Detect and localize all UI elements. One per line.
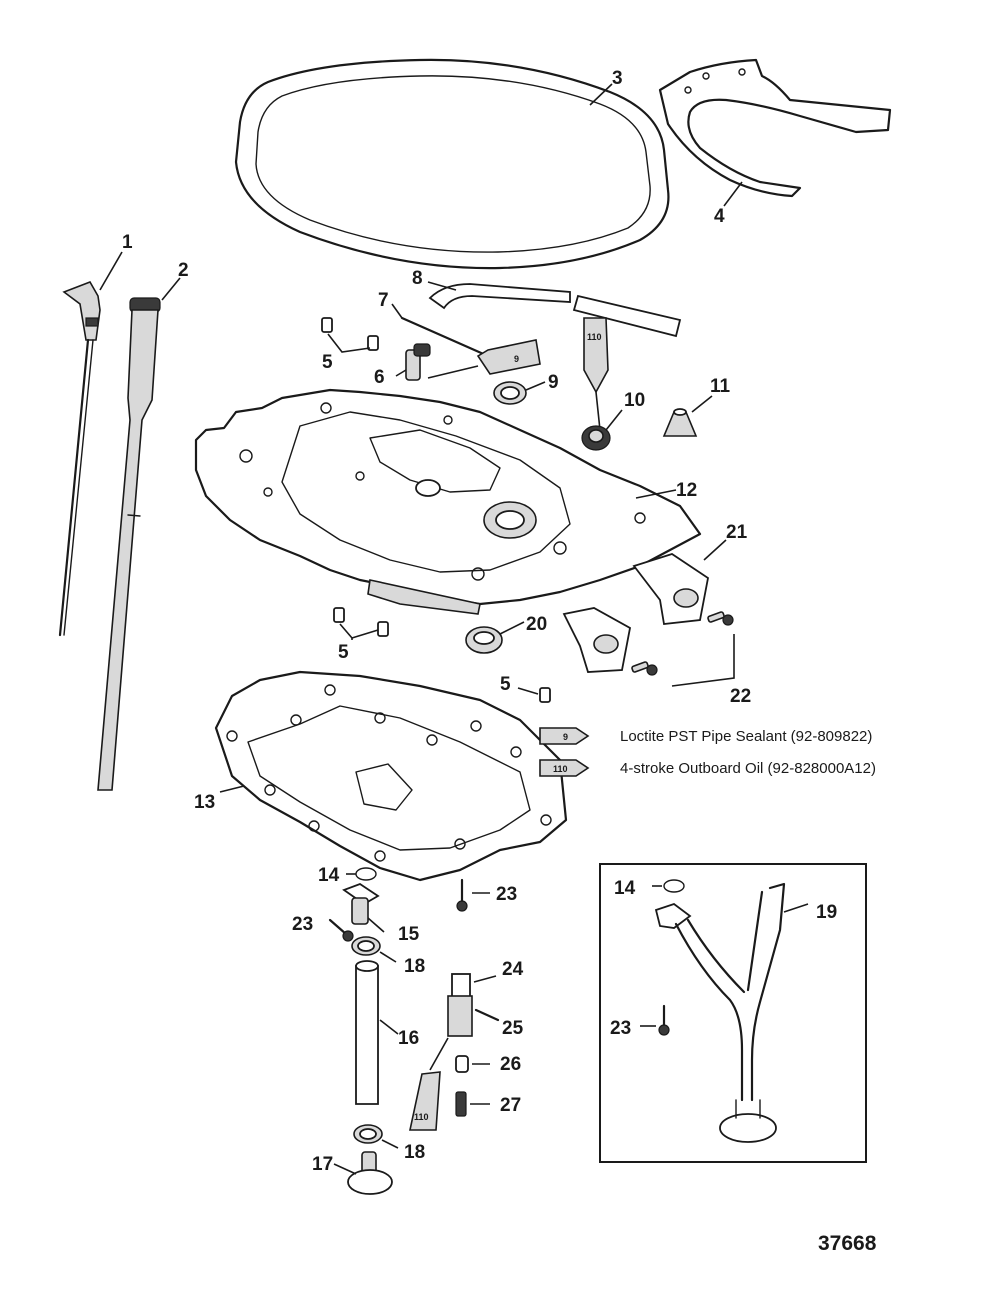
cowl-seal (234, 58, 670, 270)
seal-20 (465, 626, 503, 654)
dipstick-tube (97, 297, 161, 791)
elbow-fitting (405, 343, 431, 381)
svg-text:9: 9 (563, 732, 568, 742)
plate-gasket (214, 670, 568, 882)
inset-o-ring-14 (663, 879, 685, 893)
callout-16: 16 (398, 1028, 419, 1049)
callout-22: 22 (730, 686, 751, 707)
pin-5-upper (321, 317, 379, 353)
svg-text:110: 110 (414, 1112, 429, 1122)
svg-text:9: 9 (514, 354, 519, 364)
seal-18-upper (351, 936, 381, 956)
screw-23b (328, 918, 354, 942)
callout-11: 11 (710, 376, 731, 397)
callout-21: 21 (726, 522, 748, 543)
callout-23-right: 23 (496, 884, 517, 905)
pickup-flange-15 (342, 882, 380, 925)
flange-fitting-21b (562, 607, 632, 673)
legend-oil-tube-icon: 110 (539, 759, 590, 777)
flange-fitting-21a (632, 553, 709, 625)
callout-14-inset: 14 (614, 878, 636, 899)
callout-8: 8 (412, 268, 423, 289)
shaped-gasket (658, 58, 892, 198)
screw-22b (631, 661, 658, 676)
grommet-10 (581, 425, 611, 451)
sealant-tube-upper: 9 (476, 339, 541, 375)
callout-23-left: 23 (292, 914, 313, 935)
strainer-17 (347, 1151, 393, 1195)
inset-screw-23 (658, 1004, 670, 1036)
callout-7: 7 (378, 290, 389, 311)
callout-17: 17 (312, 1154, 333, 1175)
screw-22a (707, 611, 734, 626)
seal-18-lower (353, 1124, 383, 1144)
callout-5-lower: 5 (338, 642, 349, 663)
callout-10: 10 (624, 390, 645, 411)
hose (428, 283, 682, 338)
callout-19: 19 (816, 902, 837, 923)
callout-3: 3 (612, 68, 623, 89)
rubber-boot-11 (662, 408, 698, 437)
legend-sealant: Loctite PST Pipe Sealant (92-809822) (620, 728, 872, 745)
legend-sealant-tube-icon: 9 (539, 727, 590, 745)
callout-25: 25 (502, 1018, 524, 1039)
callout-18-lower: 18 (404, 1142, 425, 1163)
stud-27 (455, 1091, 467, 1117)
svg-text:110: 110 (553, 764, 568, 774)
callout-2: 2 (178, 260, 189, 281)
callout-27: 27 (500, 1095, 521, 1116)
legend-oil: 4-stroke Outboard Oil (92-828000A12) (620, 760, 876, 777)
sleeve-26 (455, 1055, 469, 1073)
callout-24: 24 (502, 959, 524, 980)
callout-9: 9 (548, 372, 559, 393)
callout-26: 26 (500, 1054, 521, 1075)
oil-tube-lower: 110 (409, 1071, 441, 1131)
pickup-tube-16 (355, 960, 379, 1105)
callout-5-upper: 5 (322, 352, 333, 373)
inset-box (599, 863, 867, 1163)
pin-5-single (539, 687, 551, 703)
o-ring-14 (355, 867, 377, 881)
oil-tube-upper: 110 (583, 317, 609, 394)
callout-4: 4 (714, 206, 725, 227)
callout-14: 14 (318, 865, 340, 886)
callout-13: 13 (194, 792, 215, 813)
screw-23a (456, 878, 468, 912)
oil-pickup-assembly-19 (654, 882, 786, 1143)
callout-6: 6 (374, 367, 385, 388)
pin-25 (474, 1008, 500, 1022)
adapter-plate (194, 388, 702, 615)
callout-18-upper: 18 (404, 956, 425, 977)
pin-5-lower (333, 607, 389, 639)
callout-12: 12 (676, 480, 697, 501)
seal-ring-9 (493, 381, 527, 405)
dipstick (58, 281, 101, 637)
reference-number: 37668 (818, 1232, 877, 1255)
callout-5-single: 5 (500, 674, 511, 695)
callout-1: 1 (122, 232, 133, 253)
callout-23-inset: 23 (610, 1018, 631, 1039)
callout-15: 15 (398, 924, 420, 945)
svg-text:110: 110 (587, 332, 602, 342)
fitting-24 (447, 973, 473, 1037)
callout-20: 20 (526, 614, 547, 635)
